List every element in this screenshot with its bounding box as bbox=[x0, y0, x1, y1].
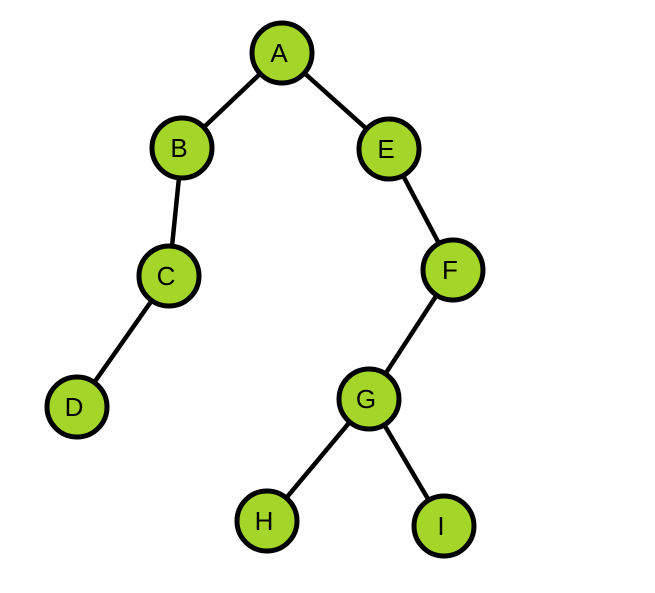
node-D: D bbox=[44, 374, 110, 440]
node-H: H bbox=[234, 488, 300, 554]
node-circle-F bbox=[420, 237, 486, 303]
node-circle-G bbox=[336, 366, 402, 432]
node-circle-C bbox=[136, 243, 202, 309]
node-I: I bbox=[411, 493, 477, 559]
node-circle-D bbox=[44, 374, 110, 440]
node-circle-E bbox=[356, 116, 422, 182]
node-C: C bbox=[136, 243, 202, 309]
node-F: F bbox=[420, 237, 486, 303]
node-A: A bbox=[249, 20, 315, 86]
node-circle-I bbox=[411, 493, 477, 559]
node-G: G bbox=[336, 366, 402, 432]
node-circle-H bbox=[234, 488, 300, 554]
node-B: B bbox=[149, 115, 215, 181]
node-circle-B bbox=[149, 115, 215, 181]
node-circle-A bbox=[249, 20, 315, 86]
node-E: E bbox=[356, 116, 422, 182]
